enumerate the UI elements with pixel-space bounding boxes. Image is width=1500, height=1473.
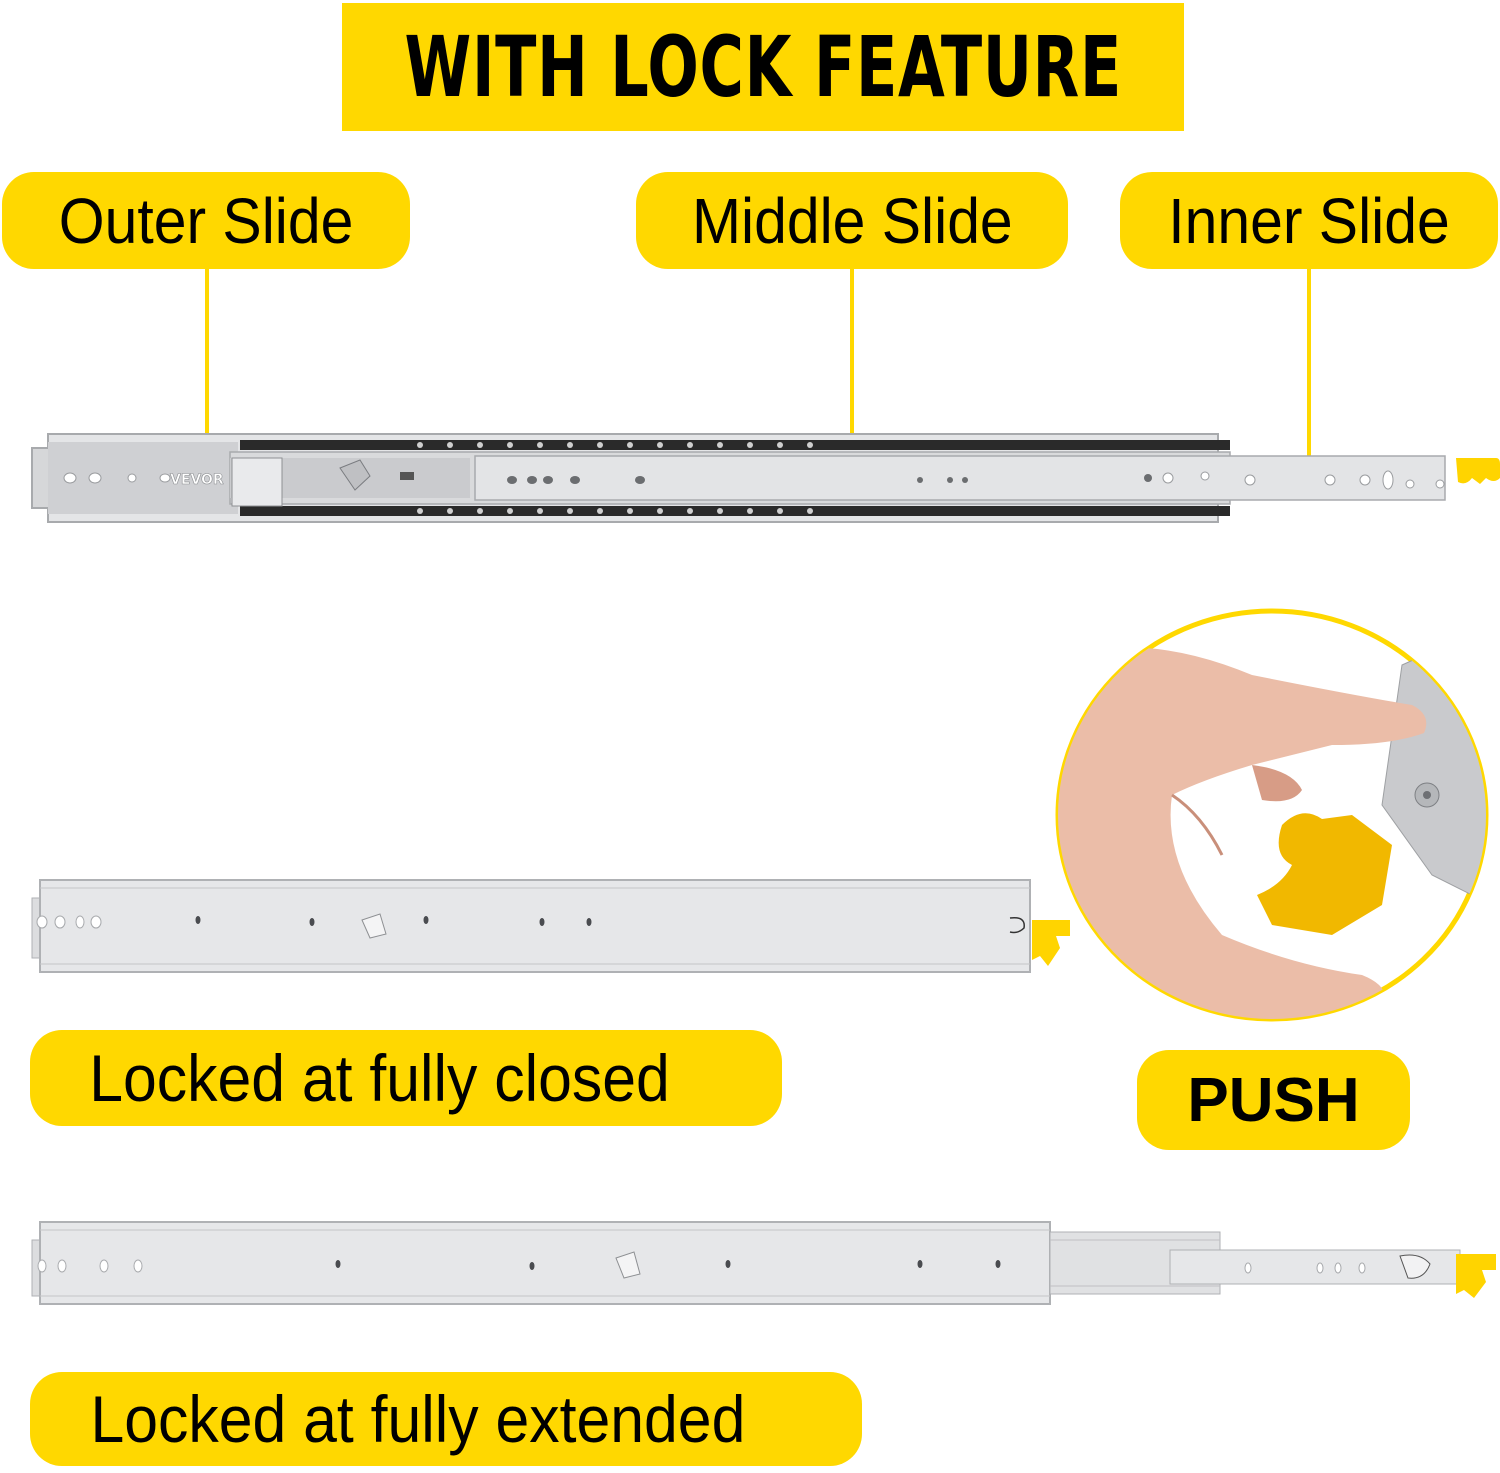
slide-illustration-extended xyxy=(20,1218,1500,1308)
brand-mark: VEVOR xyxy=(170,472,224,488)
label-outer-slide-text: Outer Slide xyxy=(58,184,354,257)
label-locked-extended: Locked at fully extended xyxy=(30,1372,862,1466)
label-locked-closed-text: Locked at fully closed xyxy=(89,1041,670,1115)
lock-detail-photo xyxy=(1052,605,1492,1025)
title-text: WITH LOCK FEATURE xyxy=(404,18,1122,116)
label-locked-extended-text: Locked at fully extended xyxy=(90,1382,746,1456)
label-middle-slide-text: Middle Slide xyxy=(691,184,1013,257)
title-banner: WITH LOCK FEATURE xyxy=(342,3,1184,131)
label-inner-slide-text: Inner Slide xyxy=(1168,184,1450,257)
label-push-text: PUSH xyxy=(1187,1065,1360,1135)
connector-middle xyxy=(850,269,854,459)
label-middle-slide: Middle Slide xyxy=(636,172,1068,269)
slide-illustration-top: VEVOR xyxy=(20,428,1500,528)
slide-illustration-closed xyxy=(20,876,1080,976)
label-locked-closed: Locked at fully closed xyxy=(30,1030,782,1126)
connector-inner xyxy=(1307,269,1311,469)
label-push: PUSH xyxy=(1137,1050,1410,1150)
connector-outer xyxy=(205,269,209,479)
label-outer-slide: Outer Slide xyxy=(2,172,410,269)
label-inner-slide: Inner Slide xyxy=(1120,172,1498,269)
